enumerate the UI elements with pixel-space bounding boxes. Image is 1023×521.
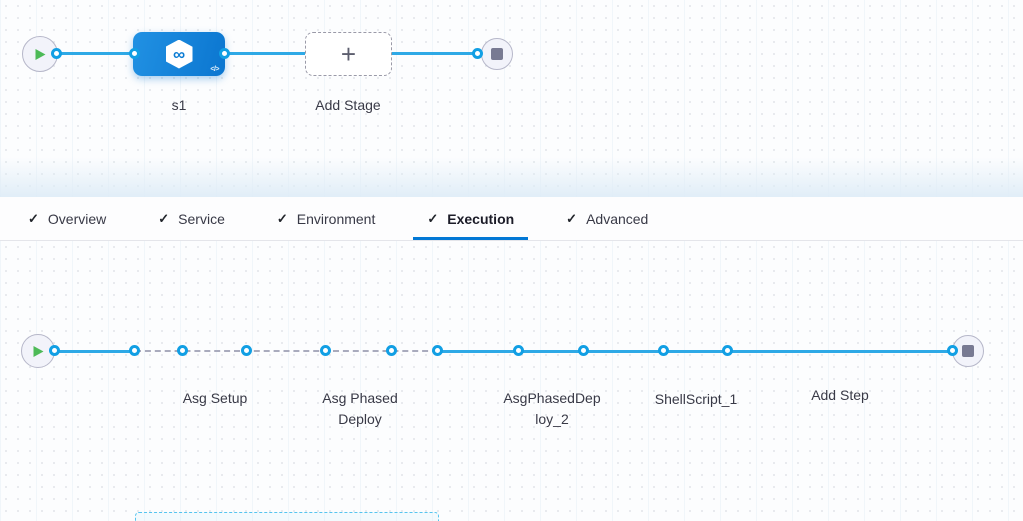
connector-dot[interactable] xyxy=(51,48,62,59)
stop-icon xyxy=(491,48,503,60)
execution-graph-canvas[interactable]: Canary Deployment xyxy=(0,241,1023,521)
pipeline-end-node xyxy=(481,38,513,70)
step-group-canary-deployment: Canary Deployment xyxy=(135,512,439,521)
stop-icon xyxy=(962,345,974,357)
stage-node-s1[interactable]: ∞ </> xyxy=(133,32,225,76)
add-stage-button[interactable]: + xyxy=(305,32,392,76)
connector-dot[interactable] xyxy=(129,48,140,59)
connector-dot[interactable] xyxy=(129,345,140,356)
connector-dot[interactable] xyxy=(432,345,443,356)
connector-dot[interactable] xyxy=(177,345,188,356)
connector-dot[interactable] xyxy=(578,345,589,356)
tab-label: Advanced xyxy=(586,210,649,227)
check-icon: ✓ xyxy=(427,211,439,226)
play-icon xyxy=(33,345,43,357)
code-badge-icon: </> xyxy=(210,66,219,73)
connector-dot[interactable] xyxy=(472,48,483,59)
add-stage-label: Add Stage xyxy=(315,97,381,113)
stage-config-tabs: ✓ Overview ✓ Service ✓ Environment ✓ Exe… xyxy=(0,197,1023,241)
connector-dot[interactable] xyxy=(722,345,733,356)
tab-service[interactable]: ✓ Service xyxy=(144,197,239,240)
connector-dot[interactable] xyxy=(658,345,669,356)
tab-advanced[interactable]: ✓ Advanced xyxy=(552,197,662,240)
cd-stage-icon: ∞ xyxy=(165,39,193,69)
play-icon xyxy=(35,48,45,60)
tab-environment[interactable]: ✓ Environment xyxy=(263,197,390,240)
connector-dot[interactable] xyxy=(49,345,60,356)
tab-overview[interactable]: ✓ Overview xyxy=(14,197,120,240)
tab-execution[interactable]: ✓ Execution xyxy=(413,197,529,240)
connector-dot[interactable] xyxy=(947,345,958,356)
tab-label: Execution xyxy=(447,210,515,227)
plus-icon: + xyxy=(340,39,357,69)
stage-edge xyxy=(40,52,498,55)
connector-dot[interactable] xyxy=(320,345,331,356)
exec-edge xyxy=(438,349,953,353)
connector-dot[interactable] xyxy=(386,345,397,356)
connector-dot[interactable] xyxy=(219,48,230,59)
exec-edge xyxy=(38,349,135,353)
check-icon: ✓ xyxy=(28,211,39,226)
step-label: Asg Phased Deploy xyxy=(322,390,398,427)
tab-label: Overview xyxy=(47,210,107,227)
tab-label: Service xyxy=(178,210,225,227)
step-label: AsgPhasedDeploy_2 xyxy=(503,390,601,427)
check-icon: ✓ xyxy=(566,211,578,226)
step-label: ShellScript_1 xyxy=(654,391,738,407)
stage-label: s1 xyxy=(171,97,187,113)
add-step-label: Add Step xyxy=(811,387,869,403)
connector-dot[interactable] xyxy=(513,345,524,356)
stage-graph-canvas[interactable]: ∞ </> + s1 Add Stage xyxy=(0,0,1023,197)
check-icon: ✓ xyxy=(158,211,170,226)
step-label: Asg Setup xyxy=(182,390,248,406)
tab-label: Environment xyxy=(296,210,376,227)
connector-dot[interactable] xyxy=(241,345,252,356)
exec-edge-dashed xyxy=(135,350,438,352)
check-icon: ✓ xyxy=(276,211,288,226)
